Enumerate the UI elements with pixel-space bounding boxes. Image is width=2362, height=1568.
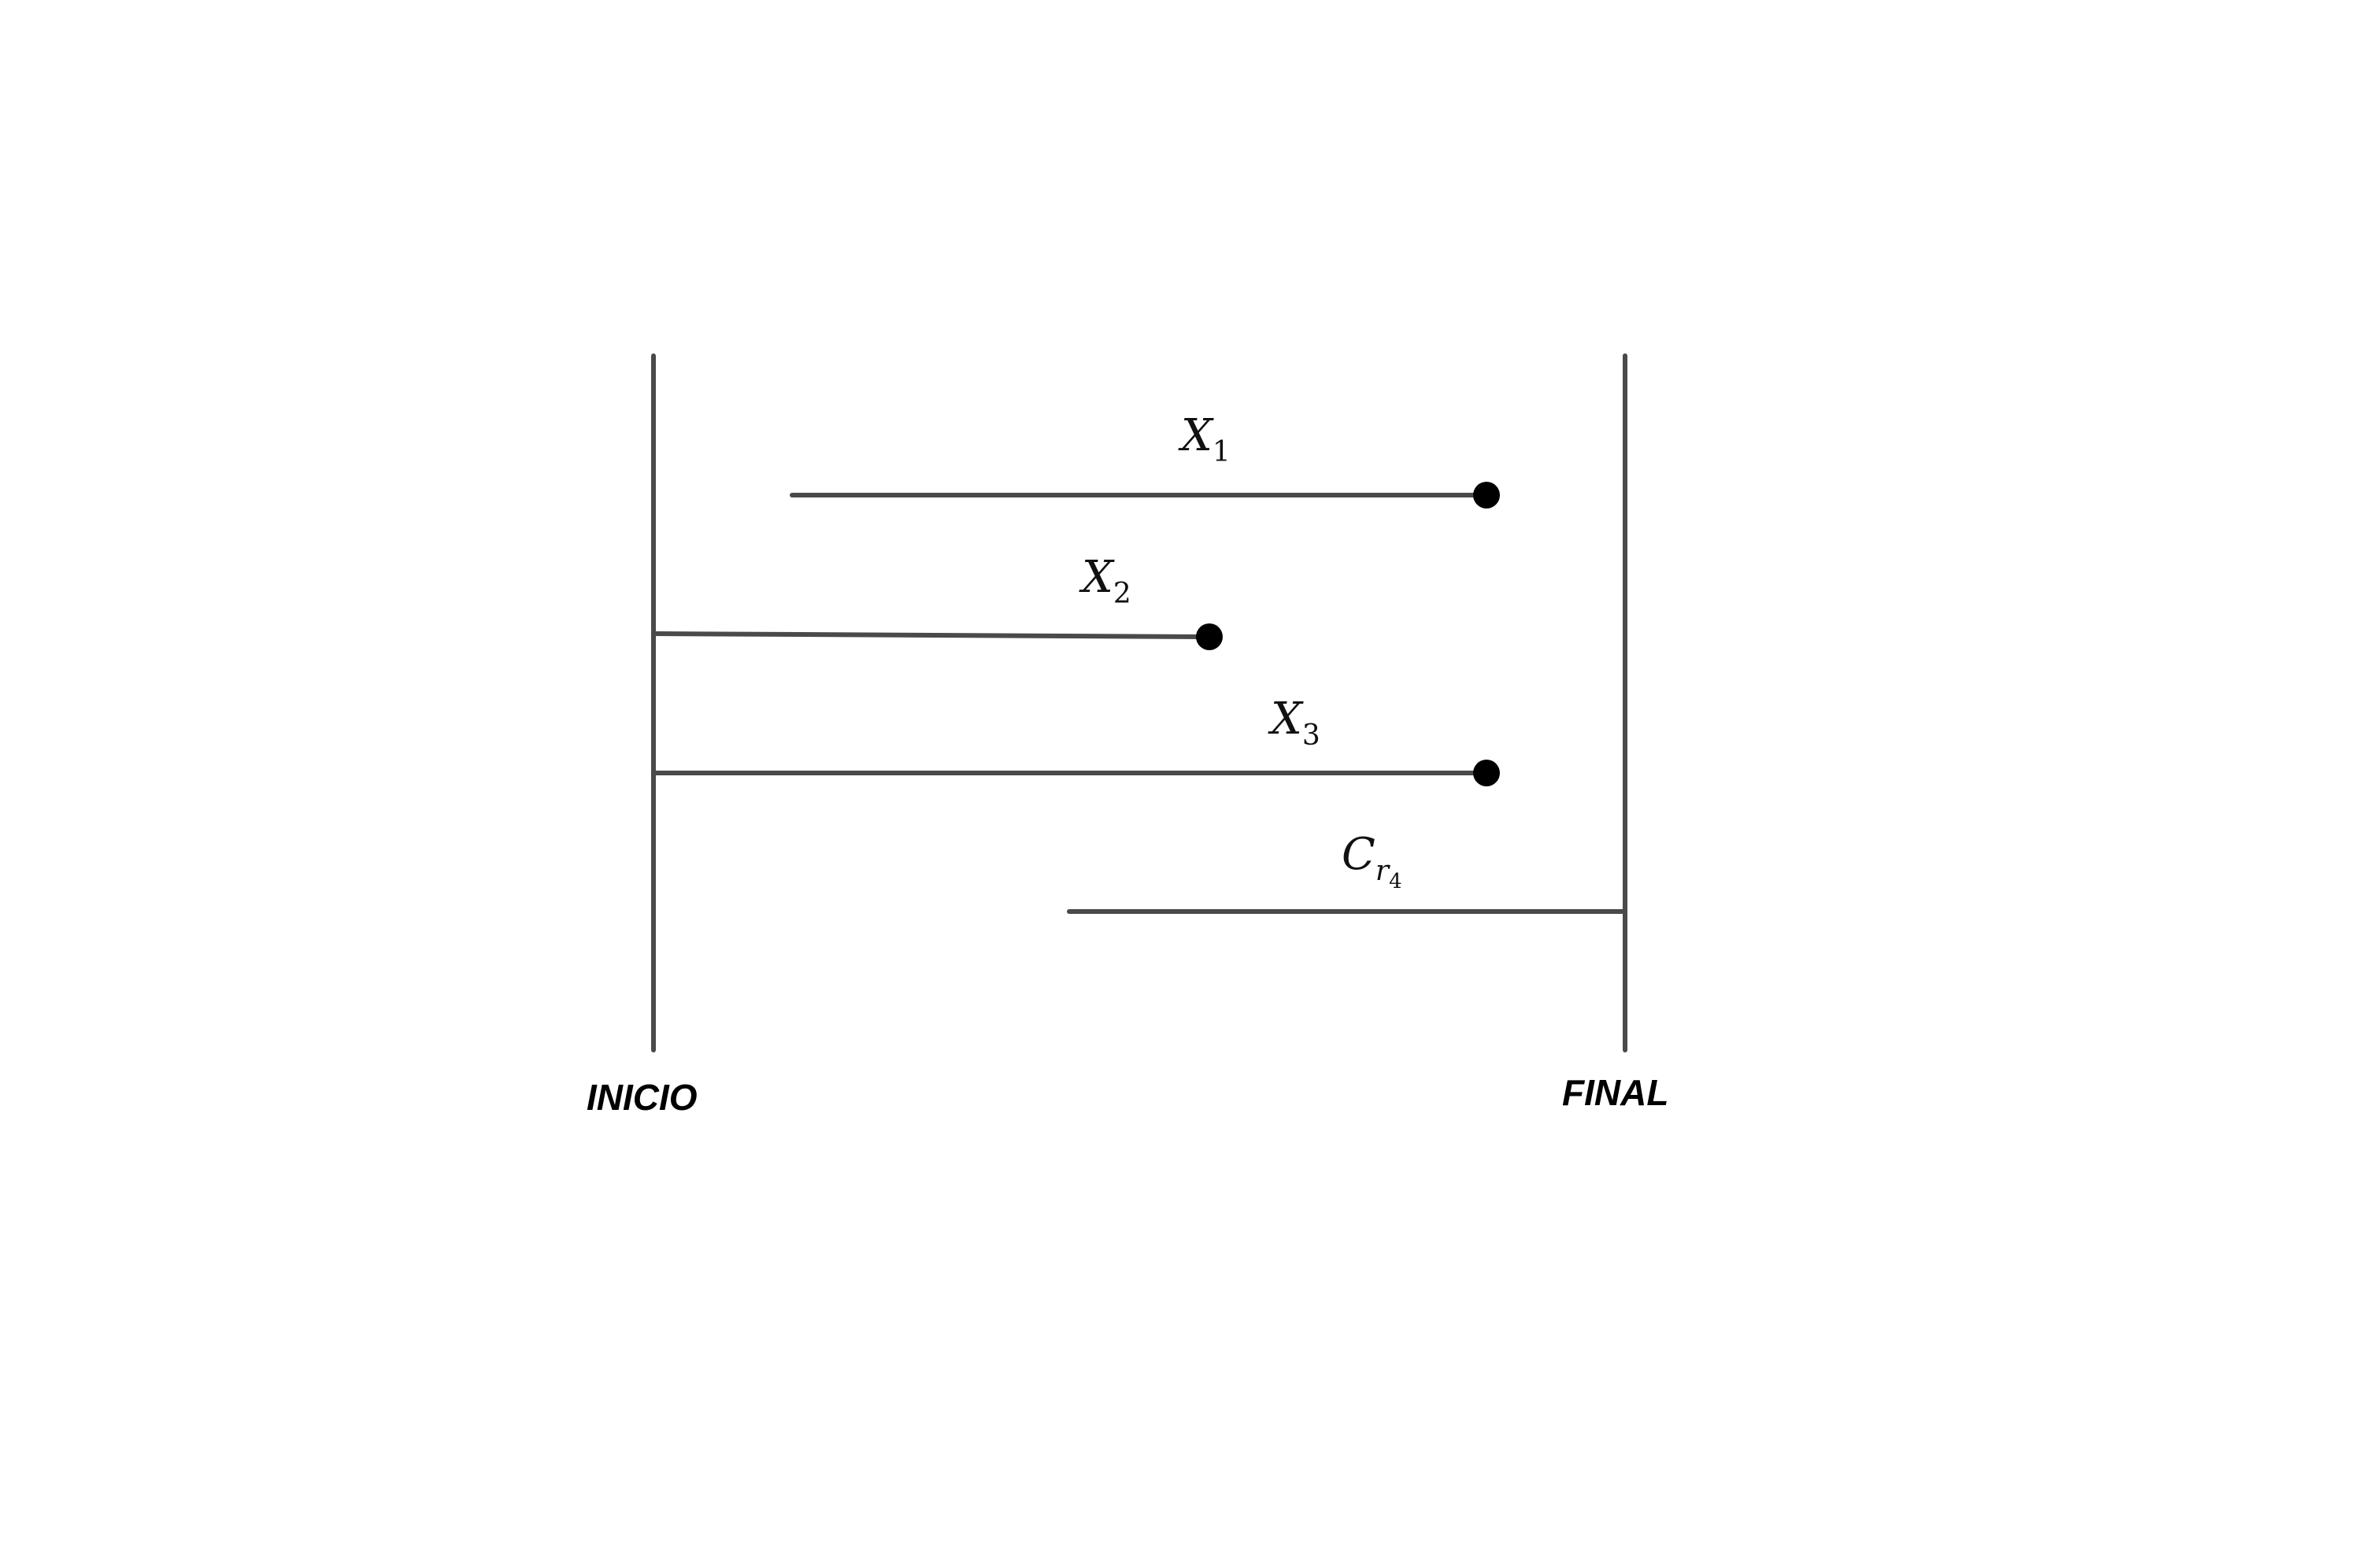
inicio-label: INICIO	[587, 1077, 698, 1118]
final-label: FINAL	[1562, 1072, 1668, 1113]
bar-x2-label: X2	[1079, 552, 1131, 610]
bar-x1-end-dot	[1473, 482, 1500, 508]
bar-x1-label: X1	[1178, 410, 1231, 468]
bar-cr4-label: Cr4	[1342, 829, 1402, 893]
bar-x3-label: X3	[1268, 693, 1320, 752]
bar-x2-line	[651, 631, 1212, 639]
bar-x2-end-dot	[1196, 623, 1223, 650]
bar-x3-end-dot	[1473, 760, 1500, 786]
